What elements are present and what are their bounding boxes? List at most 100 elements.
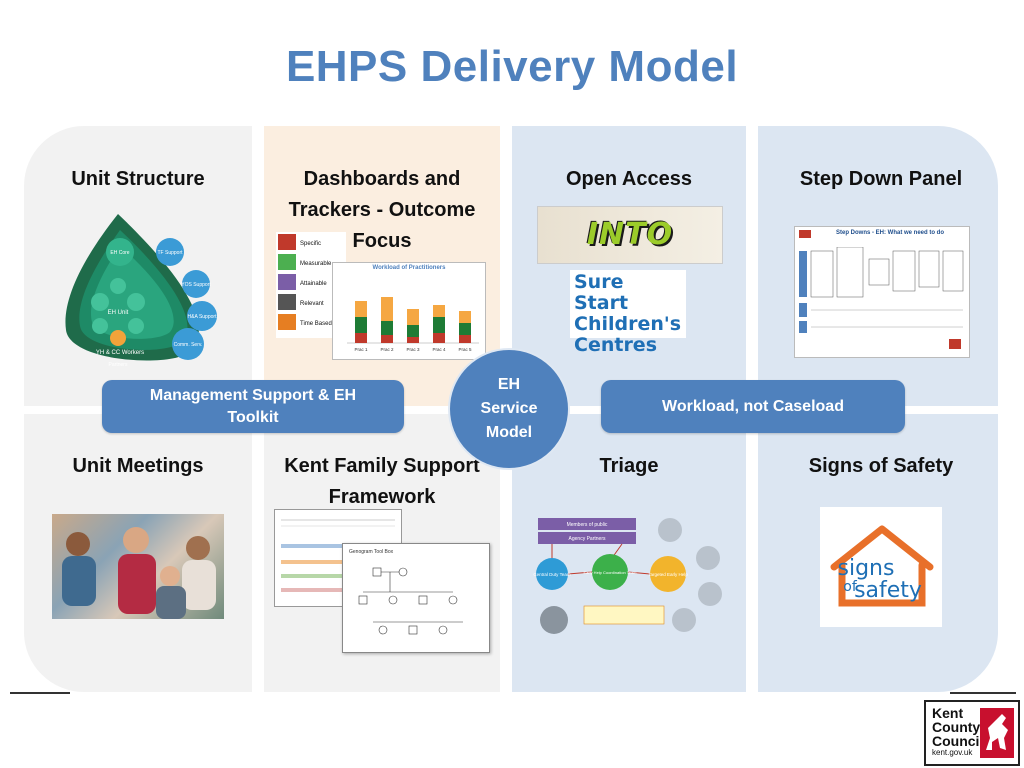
kfsf-doc-title: Genogram Tool Box (349, 549, 394, 555)
label-open-access: Open Access (566, 168, 692, 190)
yos-support-node (182, 270, 210, 298)
triage-satellite-4 (672, 608, 696, 632)
smart-icon-relevant (278, 294, 296, 310)
triage-satellite-2 (696, 546, 720, 570)
workers-text: YH & CC Workers (96, 350, 144, 356)
comm-serv-node (172, 328, 204, 360)
label-signs-of-safety: Signs of Safety (808, 455, 954, 477)
signs-of-safety-logo: signs of safety (820, 507, 942, 627)
triage-node-targeted (650, 556, 686, 592)
smart-text-3: Relevant (300, 301, 324, 307)
triage-satellite-1 (658, 518, 682, 542)
into-zone-banner: INTO ZONE (537, 206, 723, 264)
unit-structure-diagram: EH Core TF Support YOS Support H&A Suppo… (65, 214, 218, 368)
label-step-down: Step Down Panel (799, 168, 963, 190)
eh-service-model-circle: EH Service Model (448, 348, 570, 470)
triage-arrow-3 (567, 571, 593, 575)
workload-chart: Workload of Practitioners Prac 1 (332, 262, 486, 360)
core-node (106, 238, 134, 266)
triage-node-text-1: Early Help Coordination Team (583, 570, 637, 575)
triage-node-text-2: Targeted Early Help (648, 572, 688, 577)
genogram-graphic (358, 567, 463, 635)
step-down-kent-icon (799, 230, 811, 238)
triage-satellite-3 (698, 582, 722, 606)
label-unit-meetings: Unit Meetings (72, 455, 204, 477)
node-d (92, 318, 108, 334)
label-unit-structure: Unit Structure (71, 168, 205, 190)
kfsf-genogram-doc: Genogram Tool Box (342, 543, 490, 653)
smart-icon-attainable (278, 274, 296, 290)
house-walls (838, 561, 926, 607)
bar-prac2 (381, 297, 393, 343)
workload-chart-title: Workload of Practitioners (372, 265, 446, 271)
ha-text: H&A Support (188, 314, 218, 320)
sure-start-line3: Centres (574, 334, 658, 356)
bar-prac1 (355, 301, 367, 343)
tf-text: TF Support (157, 250, 183, 256)
step-down-doc: Step Downs - EH: What we need to do (794, 226, 970, 358)
smart-icon-specific (278, 234, 296, 250)
bar-prac3 (407, 309, 419, 343)
workload-cat-0: Prac 1 (354, 347, 368, 352)
label-kfsf: Kent Family Support Framework (284, 455, 480, 508)
kent-county-council-logo: Kent County Council kent.gov.uk (924, 700, 1020, 766)
unit-shape (91, 246, 174, 339)
smart-icon-measurable (278, 254, 296, 270)
node-b (127, 293, 145, 311)
signs-house-graphic: signs of safety (830, 525, 934, 607)
smart-text-4: Time Based (300, 321, 332, 327)
step-down-doc-body (799, 247, 964, 349)
step-down-doc-title: Step Downs - EH: What we need to do (836, 230, 944, 236)
smart-text-2: Attainable (300, 281, 327, 287)
bar-prac5 (459, 311, 471, 343)
smart-icon-timebased (278, 314, 296, 330)
triage-note (583, 605, 665, 625)
bar-prac4 (433, 305, 445, 343)
kent-logo-text: Kent County Council (932, 705, 984, 749)
signs-text-line3: safety (854, 578, 922, 603)
workload-chart-svg: Prac 1 Prac 2 Prac 3 Prac 4 Prac 5 (347, 297, 479, 352)
triage-node-coordination (592, 554, 628, 590)
unit-text: EH Unit (108, 310, 129, 316)
signs-text-line1: signs (838, 556, 895, 581)
label-triage: Triage (599, 455, 659, 477)
triage-top-box-2 (538, 532, 636, 544)
center-line1: EH (497, 376, 521, 393)
signs-text-line2: of (843, 579, 858, 595)
label-dashboards: Dashboards and Trackers - Outcome Focus (288, 168, 476, 252)
smart-text-0: Specific (300, 241, 321, 247)
yos-text: YOS Support (181, 282, 211, 288)
triage-top-text-1: Members of public (567, 522, 608, 528)
triage-arrow-4 (627, 571, 651, 575)
triage-top-box-1 (538, 518, 636, 530)
node-a (91, 293, 109, 311)
sure-start-line1: Sure Start (574, 271, 629, 314)
node-c (110, 278, 126, 294)
tf-support-node (156, 238, 184, 266)
into-zone-text: INTO ZONE (586, 217, 674, 252)
triage-node-bottom (540, 606, 568, 634)
workload-pill: Workload, not Caseload (601, 380, 905, 433)
workload-cat-4: Prac 5 (458, 347, 472, 352)
page-title: EHPS Delivery Model (285, 42, 739, 91)
core-text: EH Core (110, 250, 129, 256)
node-e (128, 318, 144, 334)
triage-top-text-2: Agency Partners (569, 536, 606, 542)
center-line2: Service (480, 400, 538, 417)
tile-open-access (512, 126, 746, 406)
management-support-line1: Management Support & EH (149, 386, 357, 404)
workload-cat-1: Prac 2 (380, 347, 394, 352)
triage-flowchart: Members of public Agency Partners Centra… (533, 518, 722, 634)
smart-list-graphic: Specific Measurable Attainable Relevant … (278, 234, 332, 330)
smart-text-1: Measurable (300, 261, 332, 267)
triage-node-text-0: Central Duty Team (533, 572, 570, 577)
house-roof (830, 525, 934, 571)
triage-node-central (536, 558, 568, 590)
management-support-pill: Management Support & EH Toolkit (102, 380, 404, 433)
management-support-line2: Toolkit (227, 408, 279, 426)
kfsf-doc-back-lines (281, 519, 395, 592)
kent-logo-url: kent.gov.uk (932, 748, 973, 757)
unit-meetings-people (62, 527, 216, 619)
partners-text: Partners (109, 362, 128, 368)
ha-support-node (187, 301, 217, 331)
